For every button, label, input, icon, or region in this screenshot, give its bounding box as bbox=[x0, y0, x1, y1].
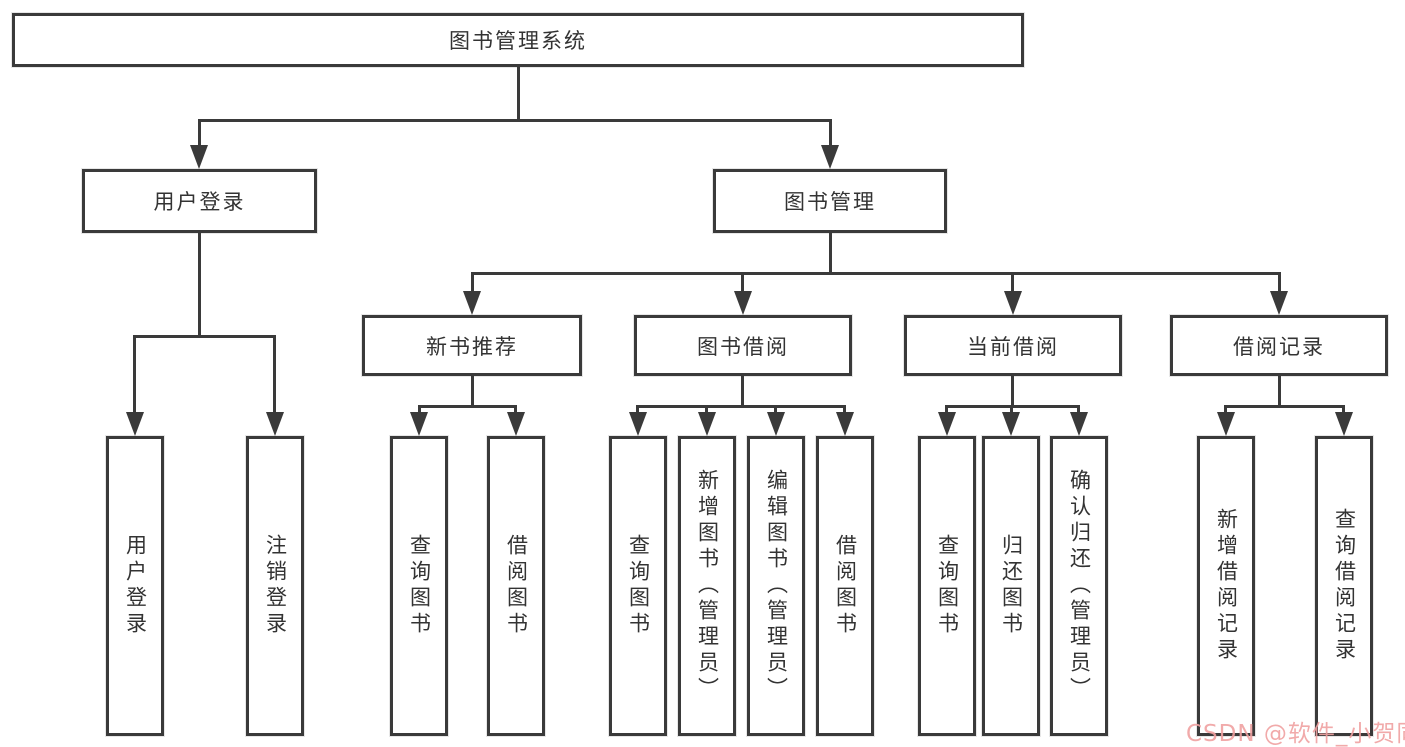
arrow-down-icon bbox=[1335, 412, 1353, 436]
arrow-down-icon bbox=[1004, 291, 1022, 315]
connector-level3-hbar bbox=[471, 272, 1281, 275]
connector-leaf-drop bbox=[705, 405, 708, 415]
leaf-label: 新增图书（管理员） bbox=[695, 469, 720, 703]
connector-leaf-drop bbox=[273, 335, 276, 414]
connector-leaf-drop bbox=[945, 405, 948, 415]
node-new-book-recommend: 新书推荐 bbox=[362, 315, 582, 376]
arrow-down-icon bbox=[629, 412, 647, 436]
connector-book-mgmt-stem bbox=[829, 233, 832, 275]
leaf-borrow-books: 借阅图书 bbox=[816, 436, 874, 736]
arrow-down-icon bbox=[938, 412, 956, 436]
connector-stem bbox=[1011, 376, 1014, 407]
leaf-return-books: 归还图书 bbox=[982, 436, 1040, 736]
node-borrow-record-label: 借阅记录 bbox=[1233, 334, 1325, 359]
arrow-down-icon bbox=[410, 412, 428, 436]
leaf-label: 编辑图书（管理员） bbox=[764, 469, 789, 703]
leaf-label: 查询图书 bbox=[935, 534, 960, 638]
connector-root-hbar bbox=[198, 119, 832, 122]
arrow-down-icon bbox=[1002, 412, 1020, 436]
leaf-label: 新增借阅记录 bbox=[1214, 508, 1239, 664]
connector-level3-drop bbox=[1011, 272, 1014, 293]
connector-book-mgmt-drop bbox=[829, 119, 832, 147]
leaf-label: 归还图书 bbox=[999, 534, 1024, 638]
leaf-add-borrow-record: 新增借阅记录 bbox=[1197, 436, 1255, 736]
connector-hbar bbox=[1224, 405, 1345, 408]
connector-level3-drop bbox=[1278, 272, 1281, 293]
arrow-down-icon bbox=[463, 291, 481, 315]
arrow-down-icon bbox=[190, 145, 208, 169]
csdn-watermark: CSDN @软件_小贺同学 bbox=[1186, 721, 1405, 747]
leaf-label: 查询借阅记录 bbox=[1332, 508, 1357, 664]
connector-hbar bbox=[418, 405, 517, 408]
connector-leaf-drop bbox=[133, 335, 136, 414]
arrow-down-icon bbox=[1217, 412, 1235, 436]
node-book-borrow-label: 图书借阅 bbox=[697, 334, 789, 359]
connector-leaf-drop bbox=[636, 405, 639, 415]
leaf-label: 注销登录 bbox=[263, 534, 288, 638]
leaf-add-books-admin: 新增图书（管理员） bbox=[678, 436, 736, 736]
node-root: 图书管理系统 bbox=[12, 13, 1024, 67]
arrow-down-icon bbox=[821, 145, 839, 169]
leaf-label: 确认归还（管理员） bbox=[1067, 469, 1092, 703]
leaf-user-login: 用户登录 bbox=[106, 436, 164, 736]
connector-leaf-drop bbox=[1224, 405, 1227, 415]
leaf-label: 查询图书 bbox=[407, 534, 432, 638]
leaf-label: 借阅图书 bbox=[504, 534, 529, 638]
node-current-borrow: 当前借阅 bbox=[904, 315, 1122, 376]
node-root-label: 图书管理系统 bbox=[449, 29, 587, 53]
node-book-management-label: 图书管理 bbox=[784, 190, 876, 214]
connector-level3-drop bbox=[471, 272, 474, 293]
leaf-edit-books-admin: 编辑图书（管理员） bbox=[747, 436, 805, 736]
connector-leaf-drop bbox=[1010, 405, 1013, 415]
connector-stem bbox=[741, 376, 744, 407]
arrow-down-icon bbox=[1070, 412, 1088, 436]
connector-leaf-drop bbox=[1342, 405, 1345, 415]
node-user-login: 用户登录 bbox=[82, 169, 317, 233]
connector-user-login-stem bbox=[198, 233, 201, 337]
leaf-label: 用户登录 bbox=[123, 534, 148, 638]
connector-leaf-drop bbox=[514, 405, 517, 415]
node-borrow-record: 借阅记录 bbox=[1170, 315, 1388, 376]
node-user-login-label: 用户登录 bbox=[153, 190, 246, 214]
leaf-query-books: 查询图书 bbox=[609, 436, 667, 736]
arrow-down-icon bbox=[836, 412, 854, 436]
node-current-borrow-label: 当前借阅 bbox=[967, 334, 1059, 359]
connector-leaf-drop bbox=[843, 405, 846, 415]
arrow-down-icon bbox=[767, 412, 785, 436]
connector-user-login-drop bbox=[198, 119, 201, 147]
leaf-confirm-return-admin: 确认归还（管理员） bbox=[1050, 436, 1108, 736]
connector-stem bbox=[1278, 376, 1281, 407]
node-book-management: 图书管理 bbox=[713, 169, 947, 233]
connector-stem bbox=[471, 376, 474, 407]
node-book-borrow: 图书借阅 bbox=[634, 315, 852, 376]
leaf-query-borrow-record: 查询借阅记录 bbox=[1315, 436, 1373, 736]
leaf-query-books: 查询图书 bbox=[390, 436, 448, 736]
leaf-label: 借阅图书 bbox=[833, 534, 858, 638]
arrow-down-icon bbox=[507, 412, 525, 436]
arrow-down-icon bbox=[1270, 291, 1288, 315]
connector-root-stem bbox=[517, 67, 520, 122]
connector-user-login-hbar bbox=[133, 335, 276, 338]
leaf-query-books: 查询图书 bbox=[918, 436, 976, 736]
node-new-book-recommend-label: 新书推荐 bbox=[426, 334, 518, 359]
arrow-down-icon bbox=[126, 412, 144, 436]
connector-leaf-drop bbox=[774, 405, 777, 415]
connector-hbar bbox=[636, 405, 846, 408]
leaf-label: 查询图书 bbox=[626, 534, 651, 638]
connector-level3-drop bbox=[741, 272, 744, 293]
arrow-down-icon bbox=[734, 291, 752, 315]
arrow-down-icon bbox=[698, 412, 716, 436]
leaf-borrow-books: 借阅图书 bbox=[487, 436, 545, 736]
connector-leaf-drop bbox=[418, 405, 421, 415]
leaf-logout: 注销登录 bbox=[246, 436, 304, 736]
connector-leaf-drop bbox=[1077, 405, 1080, 415]
arrow-down-icon bbox=[266, 412, 284, 436]
